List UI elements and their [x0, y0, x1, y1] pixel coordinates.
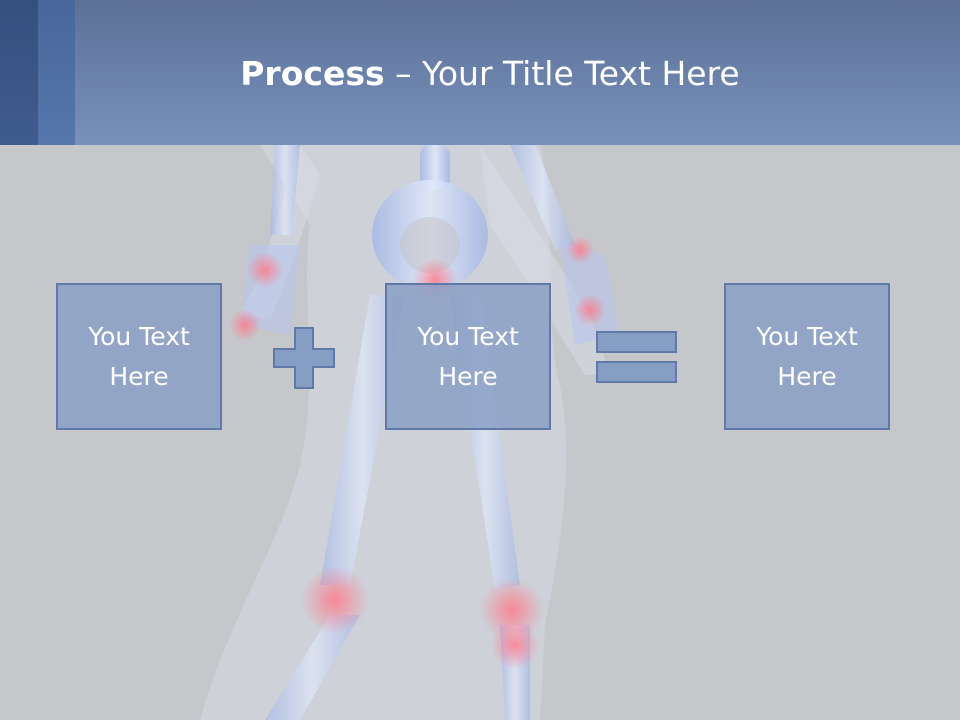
slide-title[interactable]: Process – Your Title Text Here: [75, 50, 905, 98]
skeleton-background-image: [200, 145, 620, 720]
header-band: [0, 0, 960, 145]
header-accent-strip-light: [38, 0, 75, 145]
text-box-1[interactable]: You Text Here: [56, 283, 222, 430]
text-box-1-label: You Text Here: [88, 321, 190, 391]
text-box-3[interactable]: You Text Here: [724, 283, 890, 430]
title-rest-part: – Your Title Text Here: [384, 54, 740, 93]
text-box-3-label: You Text Here: [756, 321, 858, 391]
plus-icon: [273, 327, 335, 389]
header-accent-strip: [0, 0, 38, 145]
text-box-2[interactable]: You Text Here: [385, 283, 551, 430]
text-box-2-label: You Text Here: [417, 321, 519, 391]
equals-icon: [596, 331, 677, 383]
title-bold-part: Process: [240, 54, 385, 93]
